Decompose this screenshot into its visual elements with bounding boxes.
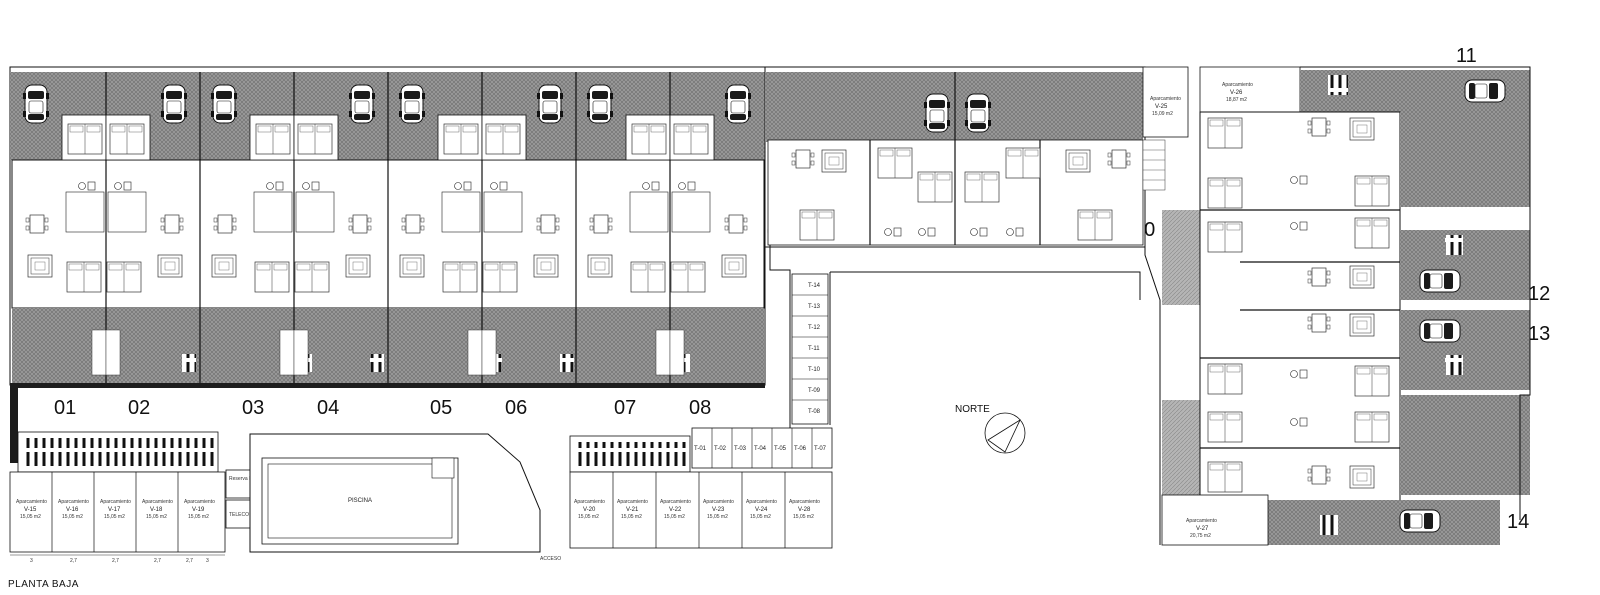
parking-V-20-area: 15,05 m2 — [578, 514, 599, 520]
parking-V-16-area: 15,05 m2 — [62, 514, 83, 520]
unit-12: 12 — [1528, 283, 1550, 305]
parking-V-21-area: 15,05 m2 — [621, 514, 642, 520]
unit-04: 04 — [317, 397, 339, 419]
parking-block-mid: Aparcamiento V-20 15,05 m2 Aparcamiento … — [540, 435, 833, 562]
parking-V-16-code: V-16 — [66, 507, 79, 513]
parking-V-15-code: V-15 — [24, 507, 37, 513]
storage-T-06: T-06 — [794, 446, 807, 452]
parking-V-22-label: Aparcamiento — [660, 499, 691, 505]
parking-v27-area: 20,75 m2 — [1190, 533, 1211, 539]
parking-V-15-area: 15,05 m2 — [20, 514, 41, 520]
parking-V-20-code: V-20 — [583, 507, 596, 513]
storage-T-03: T-03 — [734, 446, 747, 452]
parking-V-18-area: 15,05 m2 — [146, 514, 167, 520]
dim-6: 3 — [206, 558, 209, 564]
dim-1: 3 — [30, 558, 33, 564]
parking-V-23-area: 15,05 m2 — [707, 514, 728, 520]
storage-T-11: T-11 — [808, 346, 820, 352]
parking-V-19-label: Aparcamiento — [184, 499, 215, 505]
storage-T-07: T-07 — [814, 446, 827, 452]
parking-block-left: Aparcamiento V-15 15,05 m2 Aparcamiento … — [9, 431, 226, 564]
north-label: NORTE — [955, 404, 990, 415]
parking-V-16-label: Aparcamiento — [58, 499, 89, 505]
storage-T-04: T-04 — [754, 446, 767, 452]
parking-V-28-code: V-28 — [798, 507, 811, 513]
unit-13: 13 — [1528, 323, 1550, 345]
parking-v25-label: Aparcamiento — [1150, 96, 1181, 102]
parking-V-24-code: V-24 — [755, 507, 768, 513]
parking-V-15-label: Aparcamiento — [16, 499, 47, 505]
parking-V-21-label: Aparcamiento — [617, 499, 648, 505]
pool-label: PISCINA — [348, 498, 372, 504]
dim-3: 2,7 — [112, 558, 119, 564]
house-row-01-08 — [9, 66, 766, 463]
dim-5: 2,7 — [186, 558, 193, 564]
parking-V-17-label: Aparcamiento — [100, 499, 131, 505]
parking-V-23-label: Aparcamiento — [703, 499, 734, 505]
unit-02: 02 — [128, 397, 150, 419]
storage-T-13: T-13 — [808, 304, 821, 310]
parking-V-19-code: V-19 — [192, 507, 205, 513]
parking-V-19-area: 15,05 m2 — [188, 514, 209, 520]
parking-V-28-label: Aparcamiento — [789, 499, 820, 505]
parking-V-24-area: 15,05 m2 — [750, 514, 771, 520]
parking-V-28-area: 15,05 m2 — [793, 514, 814, 520]
parking-V-18-label: Aparcamiento — [142, 499, 173, 505]
parking-V-21-code: V-21 — [626, 507, 639, 513]
unit-07: 07 — [614, 397, 636, 419]
parking-v26-label: Aparcamiento — [1222, 82, 1253, 88]
storage-T-01: T-01 — [694, 446, 707, 452]
pool-area: Reserva Piscina TELECO PISCINA — [225, 433, 541, 553]
house-block-11-14: Aparcamiento V-26 18,87 m2 — [1161, 66, 1531, 546]
acceso-label: ACCESO — [540, 556, 561, 562]
unit-01: 01 — [54, 397, 76, 419]
storage-T-02: T-02 — [714, 446, 727, 452]
dim-2: 2,7 — [70, 558, 77, 564]
unit-06: 06 — [505, 397, 527, 419]
storage-T-09: T-09 — [808, 388, 821, 394]
parking-v27-label: Aparcamiento — [1186, 518, 1217, 524]
pool-reserve: Reserva Piscina — [229, 476, 265, 482]
unit-05: 05 — [430, 397, 452, 419]
teleco-label: TELECO — [229, 512, 249, 518]
storage-T-08: T-08 — [808, 409, 821, 415]
storage-T-05: T-05 — [774, 446, 787, 452]
parking-V-22-code: V-22 — [669, 507, 682, 513]
parking-V-22-area: 15,05 m2 — [664, 514, 685, 520]
storage-column: T-14 T-13 T-12 T-11 T-10 T-09 T-08 — [791, 273, 829, 425]
parking-v25-area: 15,09 m2 — [1152, 111, 1173, 117]
parking-V-20-label: Aparcamiento — [574, 499, 605, 505]
unit-08: 08 — [689, 397, 711, 419]
storage-T-12: T-12 — [808, 325, 821, 331]
unit-11: 11 — [1456, 45, 1477, 67]
unit-14: 14 — [1507, 511, 1529, 533]
house-row-09-10: Aparcamiento V-25 15,09 m2 — [764, 66, 1189, 248]
parking-V-24-label: Aparcamiento — [746, 499, 777, 505]
storage-T-10: T-10 — [808, 367, 821, 373]
parking-v26-code: V-26 — [1230, 90, 1243, 96]
parking-v26-area: 18,87 m2 — [1226, 97, 1247, 103]
parking-V-23-code: V-23 — [712, 507, 725, 513]
parking-V-18-code: V-18 — [150, 507, 163, 513]
unit-03: 03 — [242, 397, 264, 419]
north-arrow: NORTE — [955, 404, 1026, 454]
parking-v27-code: V-27 — [1196, 526, 1209, 532]
courtyard-walls — [769, 245, 1161, 545]
parking-V-17-code: V-17 — [108, 507, 121, 513]
storage-T-14: T-14 — [808, 283, 821, 289]
storage-row: T-01 T-02 T-03 T-04 T-05 T-06 T-07 — [691, 427, 833, 469]
parking-v25-code: V-25 — [1155, 104, 1168, 110]
plan-title: PLANTA BAJA — [8, 579, 79, 590]
dim-4: 2,7 — [154, 558, 161, 564]
parking-V-17-area: 15,05 m2 — [104, 514, 125, 520]
